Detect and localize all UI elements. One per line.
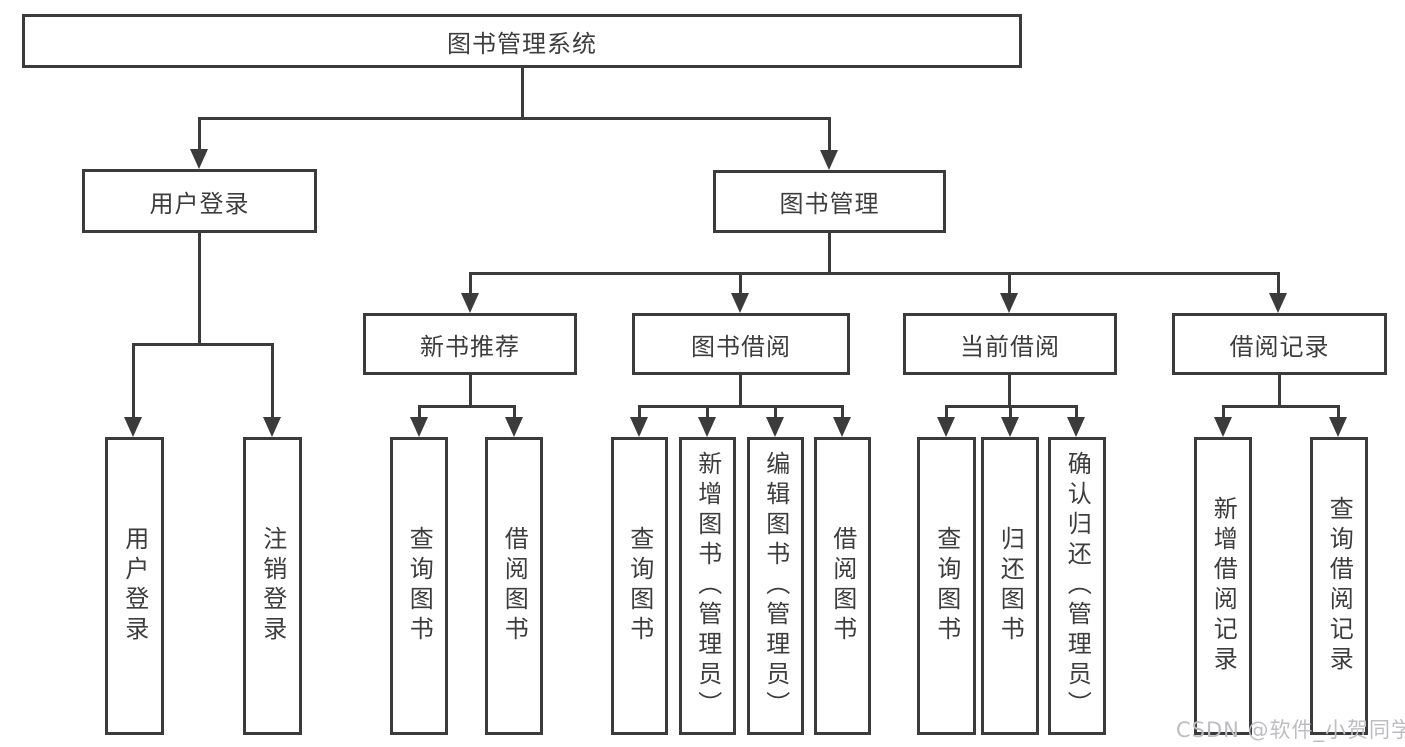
node-book-borrowing: 图书借阅 [632,313,850,375]
connector-line [1009,405,1012,419]
arrow-down-icon [937,417,955,437]
node-label: 编辑图书（管理员） [761,451,790,721]
node-book-management: 图书管理 [713,170,946,233]
node-query-books-recommend: 查询图书 [390,437,448,735]
connector-line [945,405,948,419]
arrow-down-icon [1001,417,1019,437]
node-borrowing-records: 借阅记录 [1172,313,1387,375]
arrow-down-icon [820,150,838,170]
node-borrow-books-recommend: 借阅图书 [485,437,543,735]
arrow-down-icon [190,149,208,169]
node-label: 借阅记录 [1229,332,1330,361]
connector-line [521,68,524,120]
connector-line [198,233,201,346]
connector-line [841,405,844,419]
arrow-down-icon [1067,417,1085,437]
node-add-books-admin: 新增图书（管理员） [679,437,736,735]
node-label: 借阅图书 [828,526,857,646]
connector-line [418,405,516,408]
connector-line [774,405,777,419]
node-new-book-recommend: 新书推荐 [363,313,577,375]
connector-line [1337,405,1340,419]
node-query-books-current: 查询图书 [917,437,976,735]
connector-line [1278,375,1281,408]
node-label: 当前借阅 [960,332,1060,361]
connector-line [198,117,831,120]
arrow-down-icon [698,417,716,437]
arrow-down-icon [461,293,479,313]
node-current-borrowing: 当前借阅 [903,313,1117,375]
node-label: 新书推荐 [420,332,520,361]
node-confirm-return-admin: 确认归还（管理员） [1048,437,1106,735]
arrow-down-icon [1269,293,1287,313]
arrow-down-icon [263,417,281,437]
connector-line [1075,405,1078,419]
connector-line [1222,405,1225,419]
node-label: 图书管理系统 [447,29,597,58]
arrow-down-icon [1329,417,1347,437]
node-label: 借阅图书 [500,526,529,646]
connector-line [739,375,742,408]
connector-line [706,405,709,419]
node-label: 归还图书 [996,526,1025,646]
node-label: 用户登录 [120,526,149,646]
connector-line [1222,405,1340,408]
node-borrow-books: 借阅图书 [814,437,871,735]
connector-line [513,405,516,419]
node-label: 查询借阅记录 [1325,496,1354,676]
arrow-down-icon [630,417,648,437]
arrow-down-icon [1000,293,1018,313]
arrow-down-icon [124,417,142,437]
node-logout: 注销登录 [243,437,302,735]
connector-line [271,343,274,419]
arrow-down-icon [1214,417,1232,437]
node-label: 查询图书 [932,526,961,646]
connector-line [198,117,201,151]
connector-line [739,272,742,295]
node-edit-books-admin: 编辑图书（管理员） [747,437,804,735]
arrow-down-icon [731,293,749,313]
connector-line [469,272,472,295]
connector-line [132,343,274,346]
connector-line [469,272,1279,275]
node-query-borrow-record: 查询借阅记录 [1310,437,1368,735]
watermark: CSDN @软件_小贺同学 [1176,718,1405,742]
arrow-down-icon [833,417,851,437]
node-return-books: 归还图书 [981,437,1039,735]
node-label: 新增借阅记录 [1209,496,1238,676]
connector-line [469,375,472,408]
node-label: 注销登录 [258,526,287,646]
connector-line [1008,375,1011,408]
node-label: 新增图书（管理员） [693,451,722,721]
node-label: 确认归还（管理员） [1063,451,1092,721]
node-user-login-leaf: 用户登录 [105,437,164,735]
connector-line [638,405,641,419]
node-label: 用户登录 [149,189,250,218]
connector-line [638,405,844,408]
connector-line [132,343,135,419]
arrow-down-icon [505,417,523,437]
node-label: 查询图书 [405,526,434,646]
node-label: 图书借阅 [691,332,791,361]
node-query-books-borrowing: 查询图书 [611,437,668,735]
node-library-system: 图书管理系统 [22,14,1022,68]
node-user-login: 用户登录 [82,169,317,233]
arrow-down-icon [766,417,784,437]
connector-line [1277,272,1280,295]
connector-line [828,117,831,151]
arrow-down-icon [410,417,428,437]
connector-line [418,405,421,419]
node-label: 图书管理 [779,190,880,218]
node-add-borrow-record: 新增借阅记录 [1194,437,1252,735]
connector-line [828,233,831,274]
connector-line [1008,272,1011,295]
node-label: 查询图书 [625,526,654,646]
